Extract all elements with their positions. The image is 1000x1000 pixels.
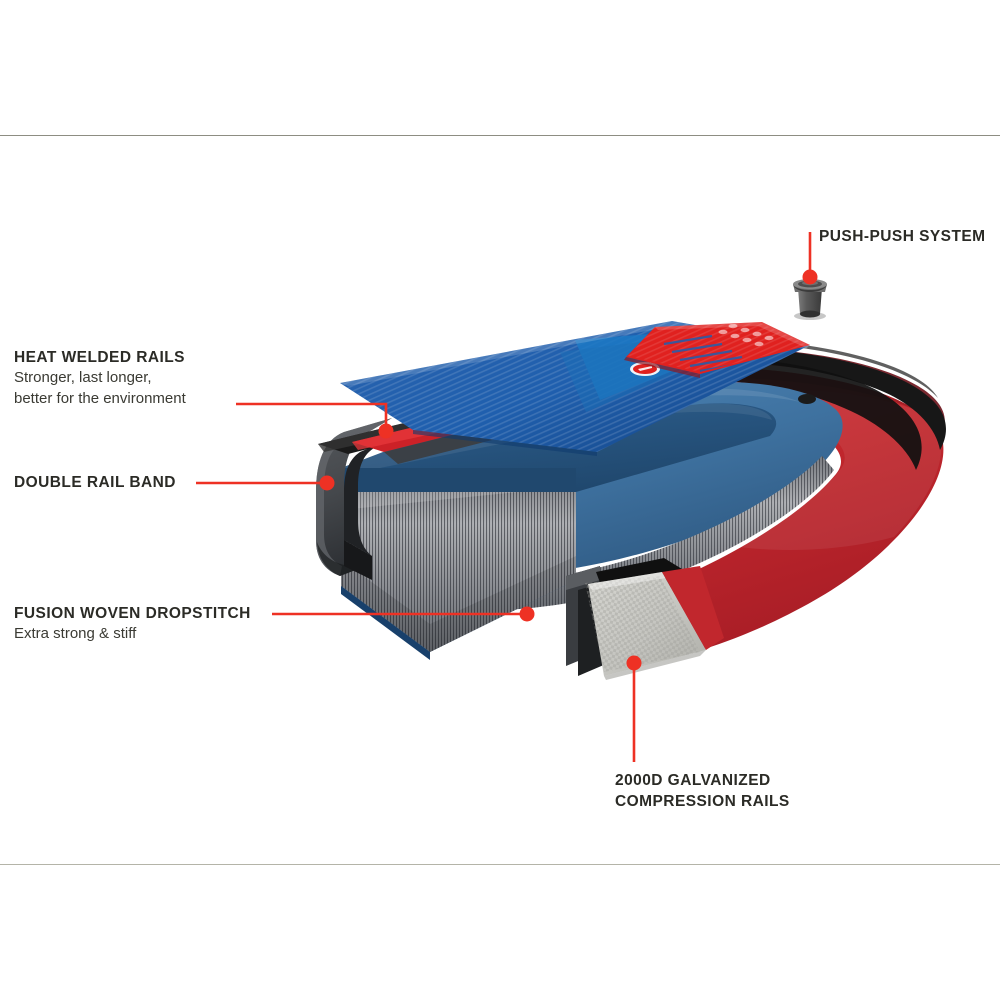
dot-heat-welded-rails xyxy=(378,423,394,439)
callout-title: DOUBLE RAIL BAND xyxy=(14,474,176,491)
callout-subtitle-line-1: Stronger, last longer, xyxy=(14,369,152,386)
dropstitch-core-main xyxy=(341,468,576,652)
callout-subtitle-line-2: better for the environment xyxy=(14,389,186,407)
callout-title: PUSH-PUSH SYSTEM xyxy=(819,228,986,245)
callout-push-push-system: PUSH-PUSH SYSTEM xyxy=(819,227,986,247)
leader-lines xyxy=(196,232,812,762)
leader-heat-welded-rails xyxy=(236,402,388,428)
callout-subtitle-line-1: Extra strong & stiff xyxy=(14,625,137,642)
callout-double-rail-band: DOUBLE RAIL BAND xyxy=(14,473,176,493)
callout-title: FUSION WOVEN DROPSTITCH xyxy=(14,605,251,622)
dot-push-push-system xyxy=(802,269,818,285)
dot-fusion-dropstitch xyxy=(519,606,535,622)
outer-rail-band xyxy=(604,337,946,470)
leader-dots xyxy=(319,269,818,671)
callout-title-line-1: 2000D GALVANIZED xyxy=(615,772,771,789)
push-push-valve xyxy=(793,279,827,320)
double-rail-band xyxy=(316,418,392,580)
bottom-divider-rule xyxy=(0,864,1000,865)
tail-kick-pad xyxy=(624,322,810,378)
dot-double-rail-band xyxy=(319,475,335,491)
top-divider-rule xyxy=(0,135,1000,136)
callout-2000d-galvanized-compression-rails: 2000D GALVANIZED COMPRESSION RAILS xyxy=(615,770,790,812)
callout-title-line-2: COMPRESSION RAILS xyxy=(615,793,790,810)
lower-side-skin xyxy=(341,586,430,660)
dot-compression-rails xyxy=(626,655,642,671)
compression-rail-panels xyxy=(566,558,724,680)
callout-heat-welded-rails: HEAT WELDED RAILS Stronger, last longer,… xyxy=(14,348,186,409)
callout-fusion-woven-dropstitch: FUSION WOVEN DROPSTITCH Extra strong & s… xyxy=(14,604,251,645)
valve-hole xyxy=(798,394,816,404)
callout-title: HEAT WELDED RAILS xyxy=(14,349,185,366)
